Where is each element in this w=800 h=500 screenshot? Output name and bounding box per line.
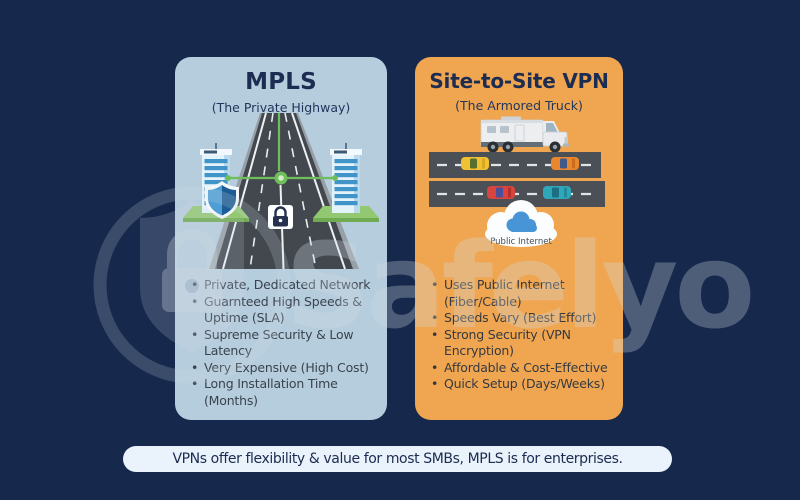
public-road-icon xyxy=(429,152,605,207)
private-link-connector xyxy=(225,171,338,185)
cloud-label: Public Internet xyxy=(490,237,552,247)
mpls-bullet: Very Expensive (High Cost) xyxy=(191,360,379,377)
office-building-right-icon xyxy=(313,143,379,222)
mpls-highway-illustration xyxy=(183,112,379,269)
mpls-bullet: Supreme Security & Low Latency xyxy=(191,327,379,360)
car-yellow-icon xyxy=(461,157,489,170)
car-orange-icon xyxy=(551,157,579,170)
mpls-bullet: Guarnteed High Speeds & Uptime (SLA) xyxy=(191,294,379,327)
vpn-bullet: Uses Public Internet (Fiber/Cable) xyxy=(431,277,615,310)
mpls-bullet-list: Private, Dedicated Network Guarnteed Hig… xyxy=(175,277,387,409)
vpn-bullet: Quick Setup (Days/Weeks) xyxy=(431,376,615,393)
highway-icon xyxy=(209,112,359,269)
mpls-subtitle: (The Private Highway) xyxy=(211,100,351,115)
vpn-bullet-list: Uses Public Internet (Fiber/Cable) Speed… xyxy=(415,277,623,393)
mpls-title: MPLS xyxy=(245,69,317,95)
car-red-icon xyxy=(487,186,515,199)
mpls-card: MPLS (The Private Highway) xyxy=(175,57,387,420)
vpn-subtitle: (The Armored Truck) xyxy=(455,98,583,113)
mpls-bullet: Private, Dedicated Network xyxy=(191,277,379,294)
vpn-truck-illustration: Public Internet xyxy=(429,116,605,247)
mpls-bullet: Long Installation Time (Months) xyxy=(191,376,379,409)
vpn-card: Site-to-Site VPN (The Armored Truck) xyxy=(415,57,623,420)
armored-truck-icon xyxy=(480,116,570,153)
shield-icon xyxy=(205,181,239,219)
cloud-icon: Public Internet xyxy=(485,200,557,247)
footer-note: VPNs offer flexibility & value for most … xyxy=(123,446,672,472)
vpn-bullet: Affordable & Cost-Effective xyxy=(431,360,615,377)
vpn-bullet: Speeds Vary (Best Effort) xyxy=(431,310,615,327)
vpn-bullet: Strong Security (VPN Encryption) xyxy=(431,327,615,360)
lock-icon xyxy=(268,205,293,229)
car-teal-icon xyxy=(543,186,571,199)
vpn-title: Site-to-Site VPN xyxy=(429,69,609,93)
